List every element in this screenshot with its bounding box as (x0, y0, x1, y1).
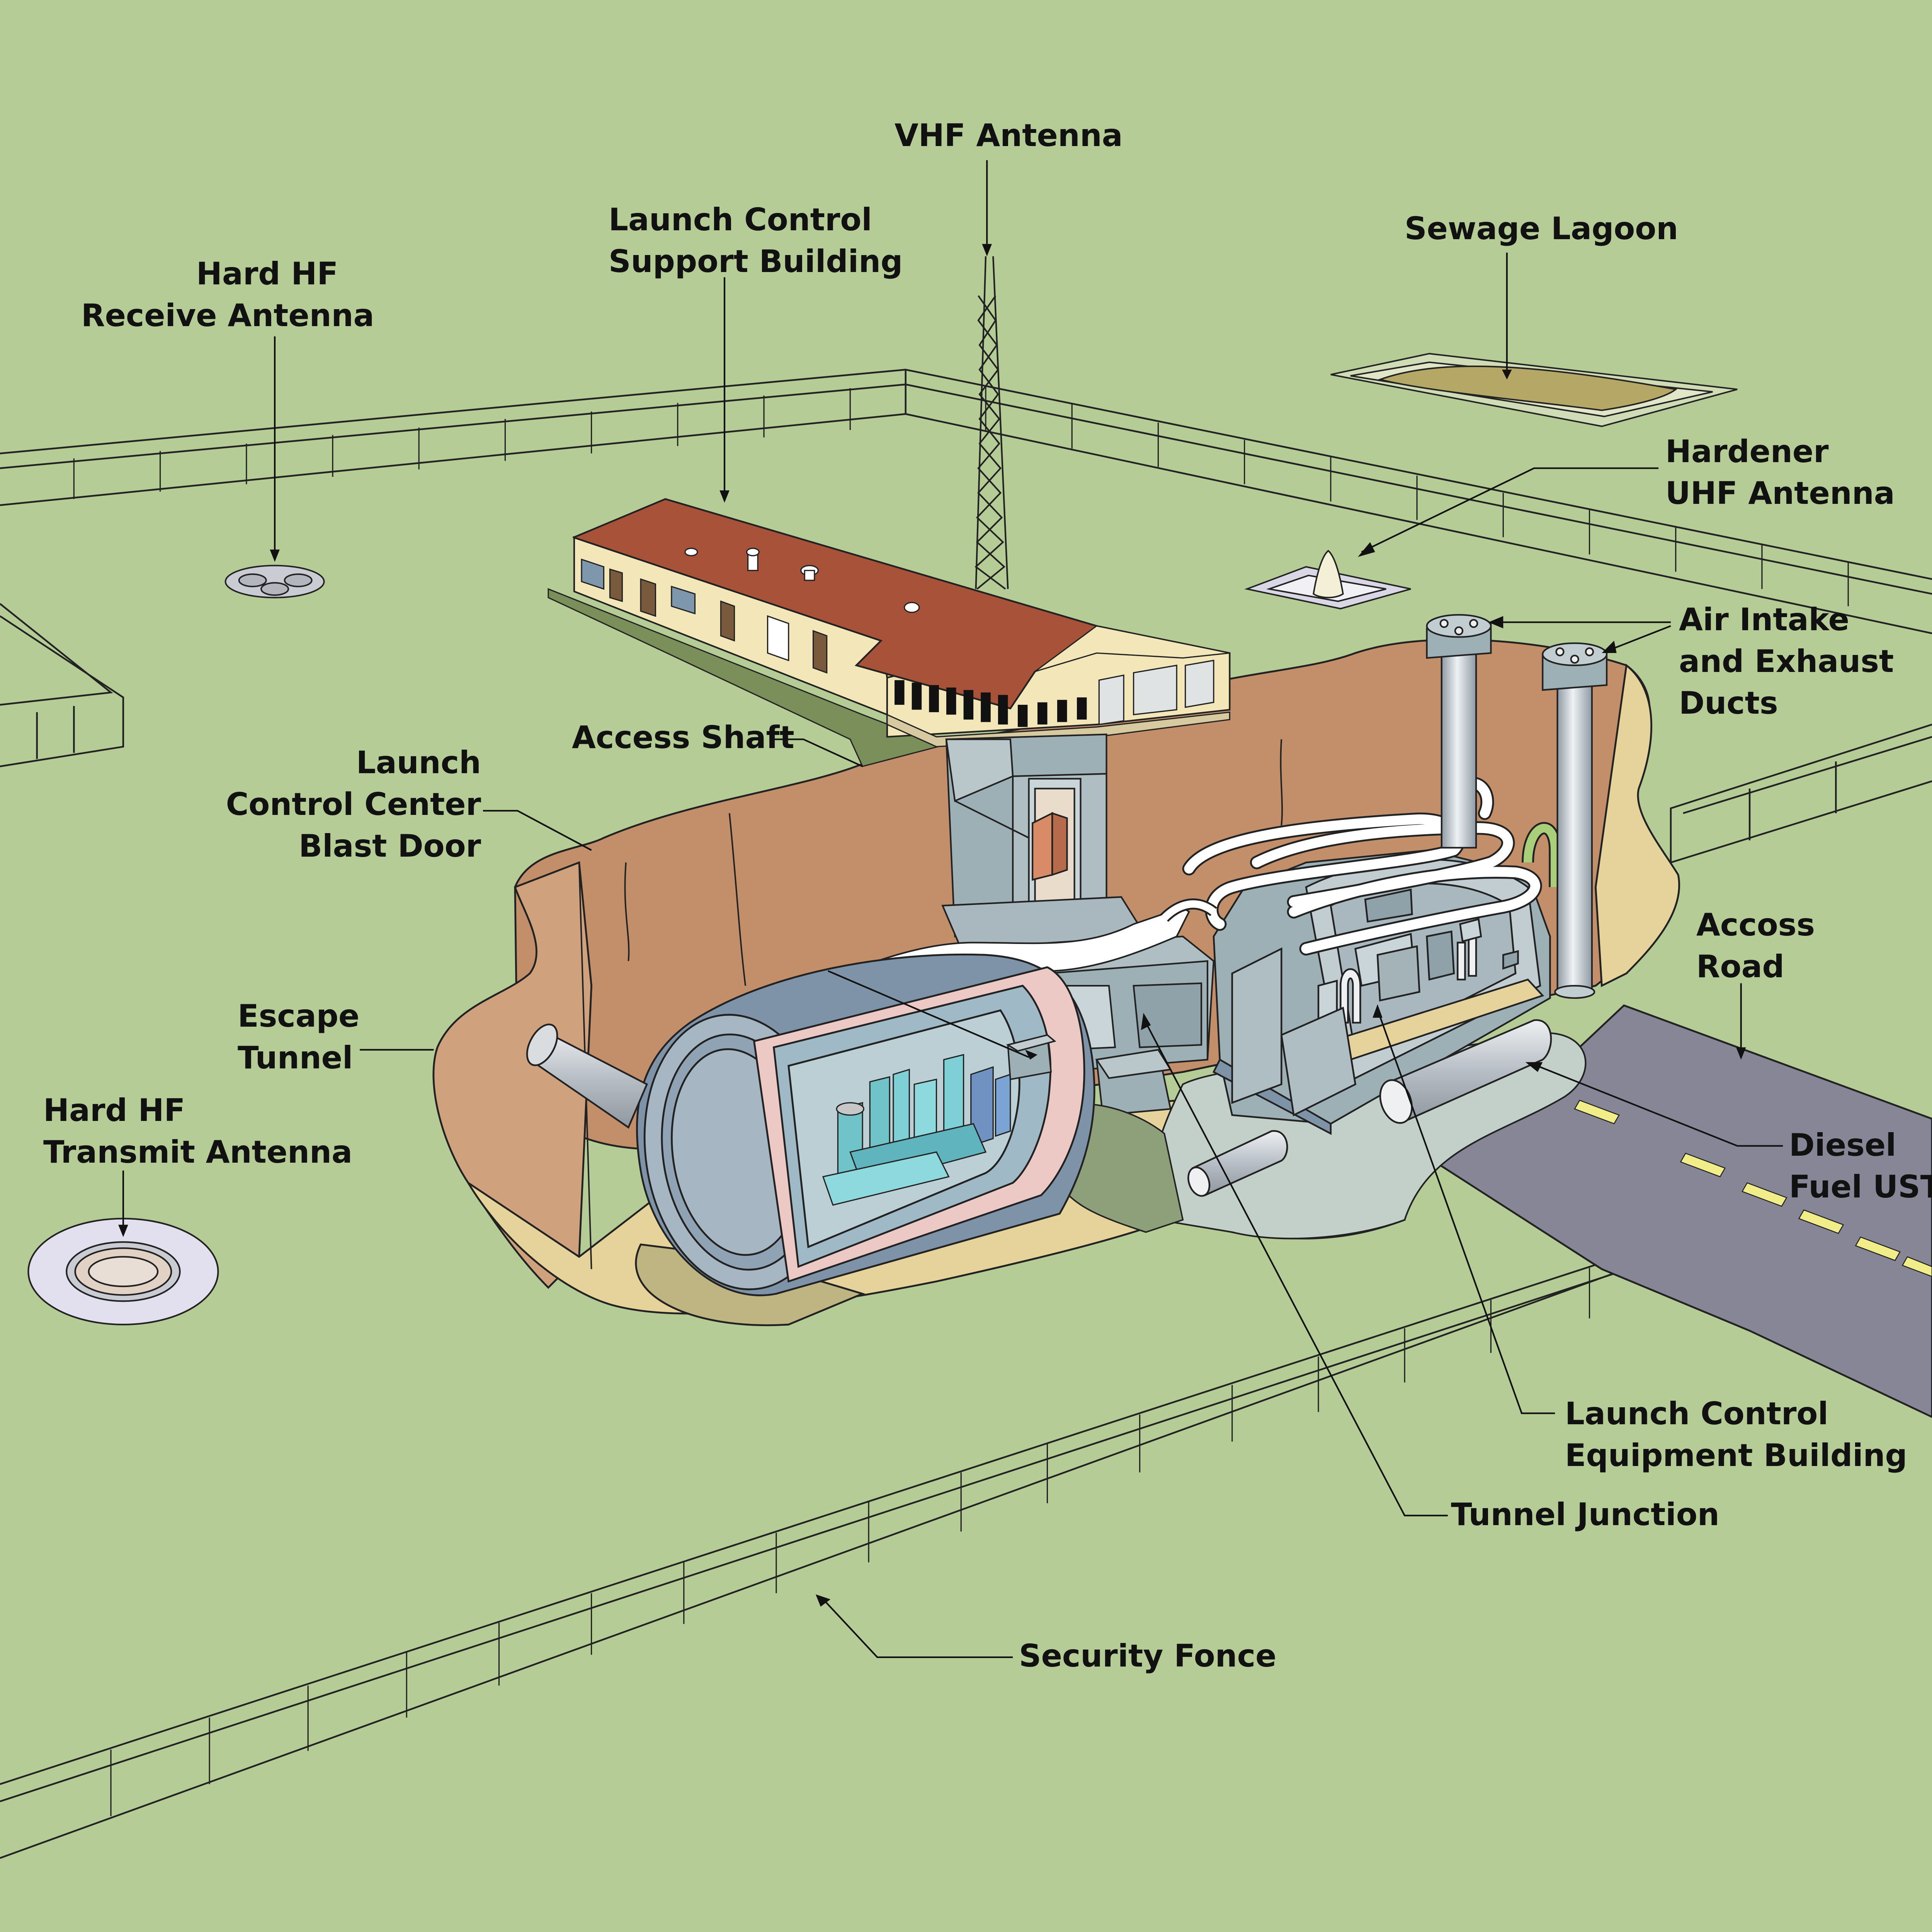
label-diesel-fuel-ust: Diesel Fuel UST (1789, 1127, 1932, 1205)
vhf-antenna-tower-icon (975, 256, 1009, 590)
label-blast-door: Launch Control Center Blast Door (226, 745, 481, 864)
label-air-intake-ducts: Air Intake and Exhaust Ducts (1679, 602, 1894, 721)
support-building-railing (895, 680, 1087, 727)
support-building-shadow (548, 588, 945, 767)
label-security-fence: Security Fonce (1019, 1638, 1277, 1674)
security-fence-left (0, 603, 124, 767)
label-support-building: Launch Control Support Building (609, 202, 903, 279)
security-fence-back (0, 369, 1932, 634)
label-access-road: Accoss Road (1696, 907, 1815, 985)
uhf-antenna-icon (1244, 549, 1411, 610)
label-equipment-building: Launch Control Equipment Building (1565, 1396, 1907, 1473)
roof-vents (684, 548, 920, 613)
label-escape-tunnel: Escape Tunnel (238, 998, 360, 1076)
label-hf-transmit-antenna: Hard HF Transmit Antenna (43, 1092, 352, 1170)
lcc-equipment-blocks (822, 1054, 1011, 1206)
security-fence-right (1670, 723, 1932, 864)
leader-arrowheads (118, 244, 1746, 1607)
escape-tunnel-pipe (526, 1024, 648, 1129)
support-building-roof-gable (1034, 625, 1230, 672)
right-sand-slope (1595, 663, 1680, 987)
sewage-lagoon-icon (1330, 353, 1738, 427)
access-shaft (941, 733, 1148, 950)
air-intake-exhaust-ducts (1426, 614, 1608, 999)
hf-transmit-antenna-icon (27, 1218, 219, 1326)
label-hf-receive-antenna: Hard HF Receive Antenna (81, 256, 374, 333)
label-uhf-antenna: Hardener UHF Antenna (1665, 434, 1895, 511)
label-access-shaft: Access Shaft (572, 719, 794, 755)
support-building-windows (581, 558, 1214, 725)
hf-receive-antenna-icon (224, 565, 325, 599)
road-center-stripes (1574, 1100, 1932, 1277)
equipment-building-pipes-fill (1184, 779, 1540, 954)
label-sewage-lagoon: Sewage Lagoon (1405, 211, 1679, 247)
label-vhf-antenna: VHF Antenna (895, 117, 1123, 153)
leader-lines (122, 160, 1783, 1658)
support-building-roof (573, 498, 1098, 710)
diesel-fuel-tanks (1187, 1019, 1552, 1197)
label-tunnel-junction: Tunnel Junction (1451, 1497, 1719, 1532)
